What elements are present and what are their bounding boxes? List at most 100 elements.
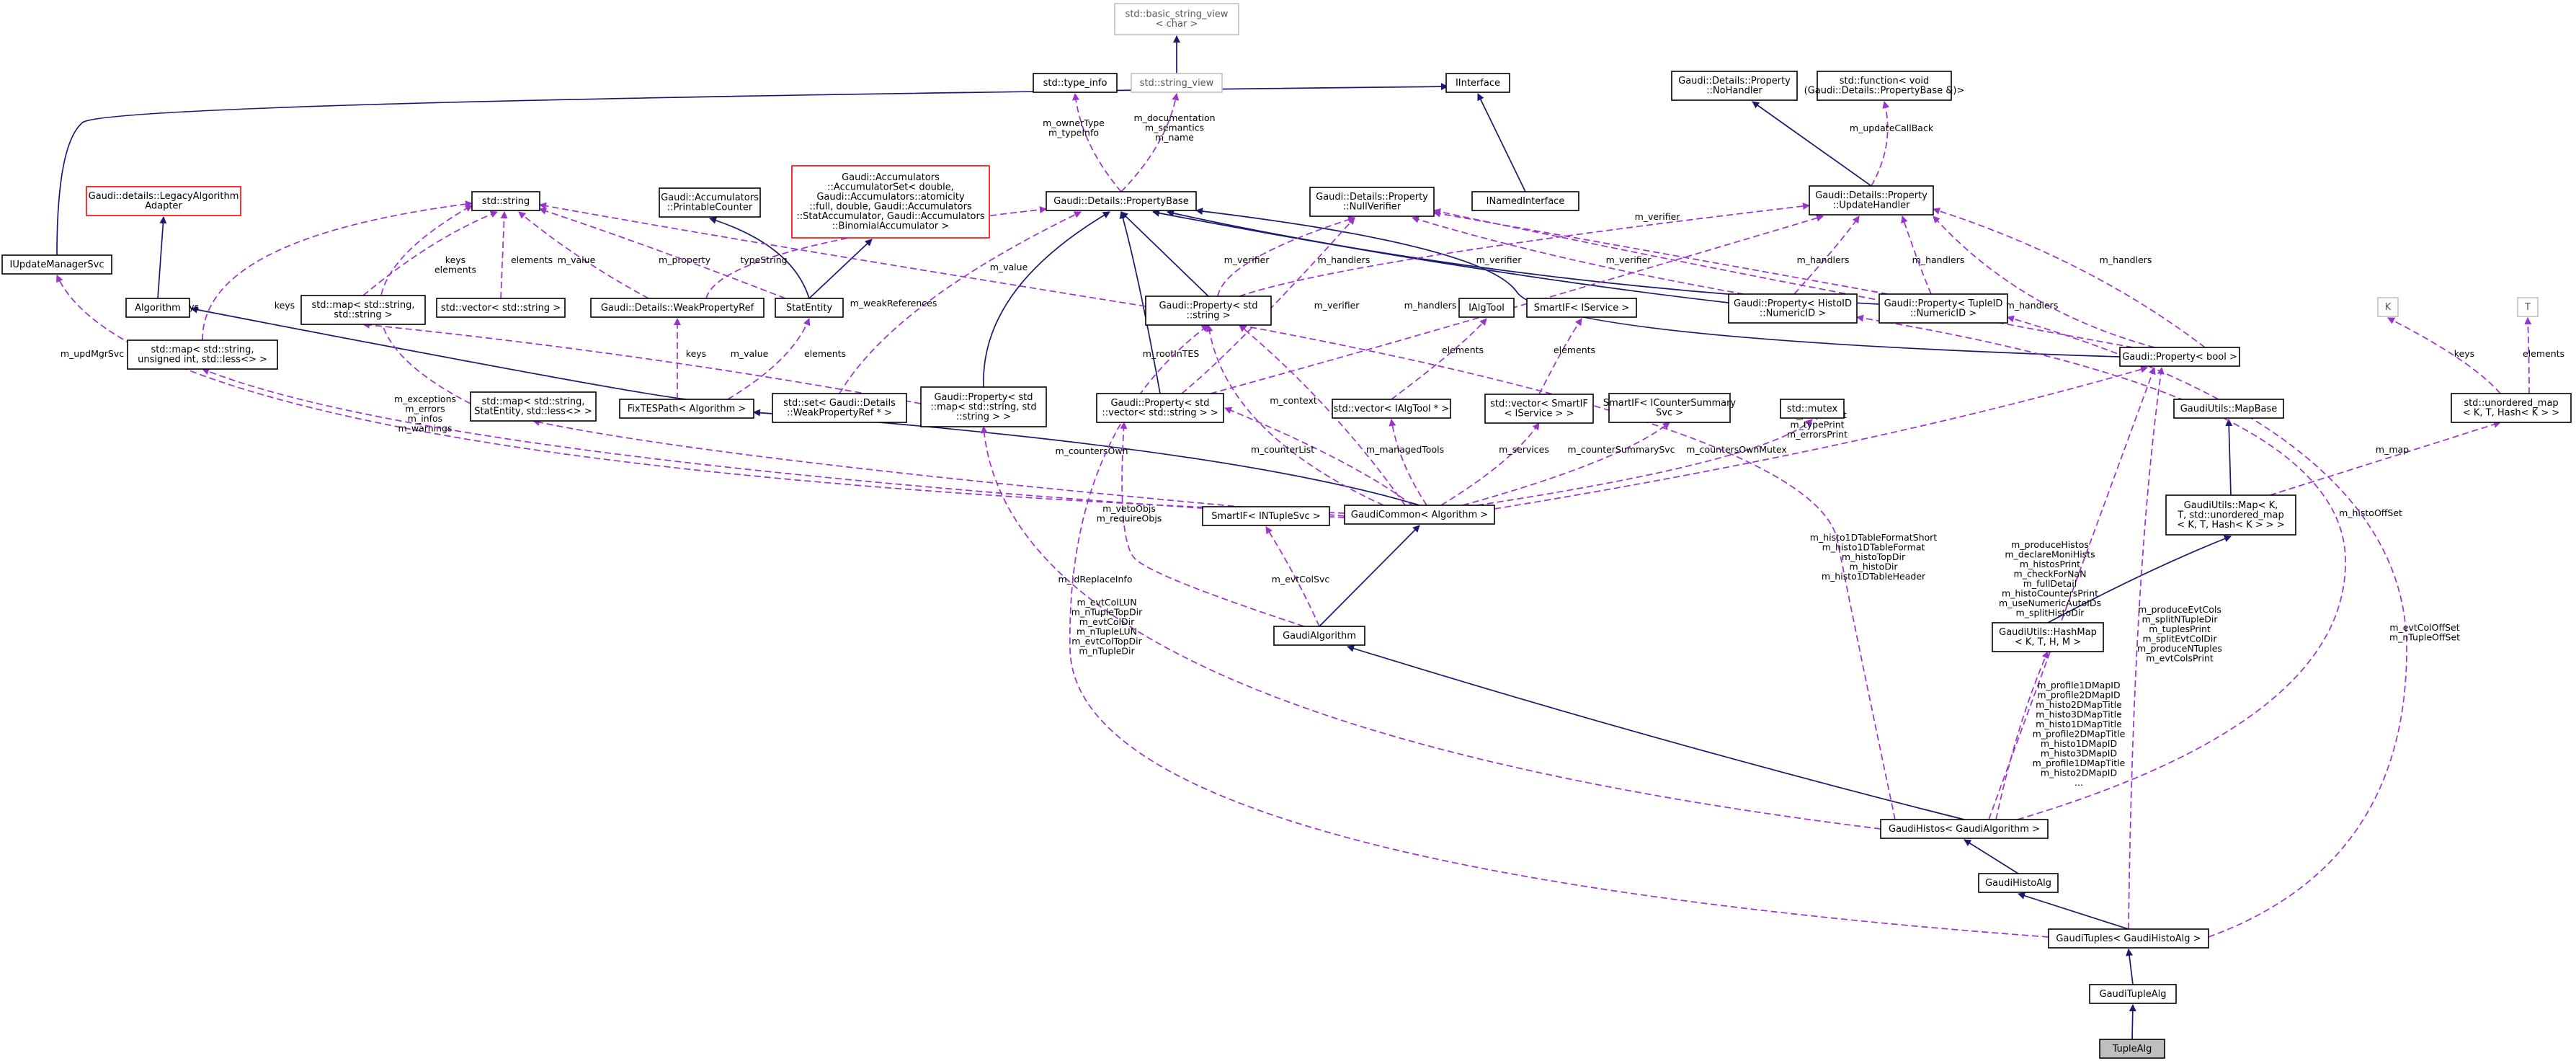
class-node-propBool[interactable]: Gaudi::Property< bool > — [2119, 347, 2240, 367]
class-node-label: Gaudi::Property< TupleID — [1884, 298, 2003, 309]
class-node-weakPropertyRef[interactable]: Gaudi::Details::WeakPropertyRef — [590, 298, 765, 318]
class-node-gaudiTuples[interactable]: GaudiTuples< GaudiHistoAlg > — [2048, 928, 2209, 949]
class-node-box — [775, 298, 844, 318]
edge-label: m_handlers — [1797, 254, 1850, 265]
class-node-stdstring[interactable]: std::string — [471, 191, 540, 211]
class-node-utilsMap[interactable]: GaudiUtils::Map< K, T, std::unordered_ma… — [2165, 494, 2296, 536]
class-node-iinterface[interactable]: IInterface — [1445, 73, 1510, 93]
usage-edge-propTupleID-to-nullVerifier: m_verifier — [1433, 210, 1889, 295]
usage-edge-updateHandler-to-stdfunction: m_updateCallBack — [1850, 101, 1934, 187]
edge-label: m_warnings — [398, 423, 453, 434]
class-node-label: StatEntity, std::less<> > — [474, 407, 592, 417]
class-node-mapStrUint[interactable]: std::map< std::string, unsigned int, std… — [127, 339, 278, 370]
usage-edge-propBool-to-updateHandler: m_handlers — [1933, 208, 2206, 348]
class-node-mutex[interactable]: std::mutex — [1780, 399, 1845, 419]
class-node-gaudiHistos[interactable]: GaudiHistos< GaudiAlgorithm > — [1880, 819, 2049, 839]
inheritance-edge-fixTES-to-algorithm — [190, 306, 687, 400]
class-node-stdfunction[interactable]: std::function< void(Gaudi::Details::Prop… — [1804, 71, 1965, 101]
class-node-propVecString[interactable]: Gaudi::Property< std::vector< std::strin… — [1096, 393, 1224, 423]
class-node-propString[interactable]: Gaudi::Property< std::string > — [1145, 296, 1272, 326]
edge-label: m_histo2DMapTitle — [2036, 699, 2122, 710]
edge-line — [1964, 839, 2019, 874]
edge-label: m_documentation — [1133, 112, 1215, 123]
class-node-tupleAlg[interactable]: TupleAlg — [2099, 1039, 2165, 1059]
class-node-hashMap[interactable]: GaudiUtils::HashMap< K, T, H, M > — [1992, 622, 2104, 652]
edge-line — [2047, 535, 2232, 623]
edge-label: m_handlers — [1912, 254, 1965, 265]
class-node-T[interactable]: T — [2517, 297, 2539, 317]
edge-line — [1793, 216, 1860, 295]
class-node-gaudiTupleAlg[interactable]: GaudiTupleAlg — [2089, 984, 2177, 1004]
class-node-label: unsigned int, std::less<> > — [138, 355, 267, 365]
class-node-gaudiHistoAlg[interactable]: GaudiHistoAlg — [1978, 873, 2059, 893]
edge-label: m_value — [731, 348, 769, 359]
edge-line — [1933, 208, 2206, 348]
class-node-iupdateManagerSvc[interactable]: IUpdateManagerSvc — [1, 254, 112, 275]
class-node-label: T, std::unordered_map — [2177, 510, 2284, 520]
usage-edge-weakPropertyRef-to-stdstring: m_value — [518, 211, 649, 299]
class-node-statEntity[interactable]: StatEntity — [775, 298, 844, 318]
class-node-label: std::vector< SmartIF — [1490, 399, 1588, 409]
class-node-mapBase[interactable]: GaudiUtils::MapBase — [2173, 399, 2284, 419]
edge-label: m_histo2DMapID — [2041, 768, 2117, 778]
class-node-vecSmartIService[interactable]: std::vector< SmartIF< IService > > — [1484, 394, 1594, 424]
class-node-label: IInterface — [1456, 78, 1500, 89]
edge-label: m_histoTopDir — [1842, 551, 1906, 562]
class-node-label: Gaudi::Property< std — [934, 392, 1033, 403]
class-node-label: ::NoHandler — [1706, 86, 1762, 97]
class-node-basic-string-view[interactable]: std::basic_string_view< char > — [1114, 3, 1239, 35]
class-node-unorderedMap[interactable]: std::unordered_map< K, T, Hash< K > > — [2451, 393, 2572, 423]
class-node-propMap[interactable]: Gaudi::Property< std::map< std::string, … — [920, 386, 1047, 427]
edge-line — [1538, 318, 1582, 395]
class-node-gaudiAlgorithm[interactable]: GaudiAlgorithm — [1273, 626, 1365, 646]
class-node-box — [1471, 191, 1579, 211]
class-node-updateHandler[interactable]: Gaudi::Details::Property::UpdateHandler — [1809, 185, 1934, 216]
class-node-mapStrStat[interactable]: std::map< std::string, StatEntity, std::… — [470, 391, 597, 422]
class-node-mapStrStr[interactable]: std::map< std::string, std::string > — [300, 295, 426, 325]
class-node-accumulatorSet[interactable]: Gaudi::Accumulators::AccumulatorSet< dou… — [791, 165, 990, 239]
class-node-box — [1332, 399, 1451, 419]
edge-line — [1120, 422, 1305, 627]
edge-line — [532, 419, 1345, 517]
class-node-box — [619, 399, 754, 419]
class-node-propHistoID[interactable]: Gaudi::Property< HistoID::NumericID > — [1728, 293, 1858, 324]
edge-label: m_rootInTES — [1143, 348, 1200, 359]
class-node-printableCounter[interactable]: Gaudi::Accumulators::PrintableCounter — [659, 187, 761, 218]
edge-line — [1152, 209, 1729, 303]
class-node-algorithm[interactable]: Algorithm — [125, 298, 190, 318]
edge-label: m_produceEvtCols — [2138, 604, 2221, 615]
edge-label: m_histo1DMapID — [2041, 738, 2117, 749]
class-node-smartIService[interactable]: SmartIF< IService > — [1526, 298, 1637, 318]
usage-edge-propString-to-stdstring: m_value — [539, 202, 1146, 307]
edge-line — [1462, 422, 1670, 506]
class-node-vecIAlgTool[interactable]: std::vector< IAlgTool * > — [1332, 399, 1451, 419]
class-node-fixTES[interactable]: FixTESPath< Algorithm > — [619, 399, 754, 419]
class-node-setWeak[interactable]: std::set< Gaudi::Details::WeakPropertyRe… — [772, 393, 907, 423]
class-node-label: SmartIF< IService > — [1534, 303, 1630, 314]
usage-edge-propVecString-to-nullVerifier: m_verifier — [1181, 217, 1360, 394]
class-node-gaudiCommon[interactable]: GaudiCommon< Algorithm > — [1344, 505, 1495, 525]
usage-edge-gaudiHistos-to-propString: m_histo1DTableFormatShortm_histo1DTableF… — [1239, 322, 1937, 820]
class-node-inamedInterface[interactable]: INamedInterface — [1471, 191, 1579, 211]
class-node-propertyBase[interactable]: Gaudi::Details::PropertyBase — [1046, 191, 1197, 211]
edge-label: typeString — [740, 254, 787, 265]
edge-line — [1120, 93, 1180, 192]
class-node-vecString[interactable]: std::vector< std::string > — [436, 298, 566, 318]
edge-line — [2126, 949, 2134, 985]
edge-line — [539, 208, 786, 299]
edge-label: m_produceNTuples — [2137, 643, 2222, 654]
class-node-ialgTool[interactable]: IAlgTool — [1458, 298, 1515, 318]
usage-edge-propString-to-nullVerifier: m_verifier — [1217, 216, 1355, 297]
class-node-nullVerifier[interactable]: Gaudi::Details::Property::NullVerifier — [1309, 187, 1435, 217]
class-node-noHandler[interactable]: Gaudi::Details::Property::NoHandler — [1671, 71, 1798, 101]
class-node-propTupleID[interactable]: Gaudi::Property< TupleID::NumericID > — [1878, 293, 2008, 324]
edge-label: m_managedTools — [1366, 444, 1444, 455]
edge-line — [202, 200, 473, 341]
class-node-smartINTuple[interactable]: SmartIF< INTupleSvc > — [1202, 506, 1330, 526]
class-node-string-view[interactable]: std::string_view — [1131, 73, 1223, 93]
class-node-label: SmartIF< INTupleSvc > — [1211, 511, 1320, 522]
class-node-type-info[interactable]: std::type_info — [1033, 73, 1118, 93]
class-node-K[interactable]: K — [2377, 297, 2399, 317]
